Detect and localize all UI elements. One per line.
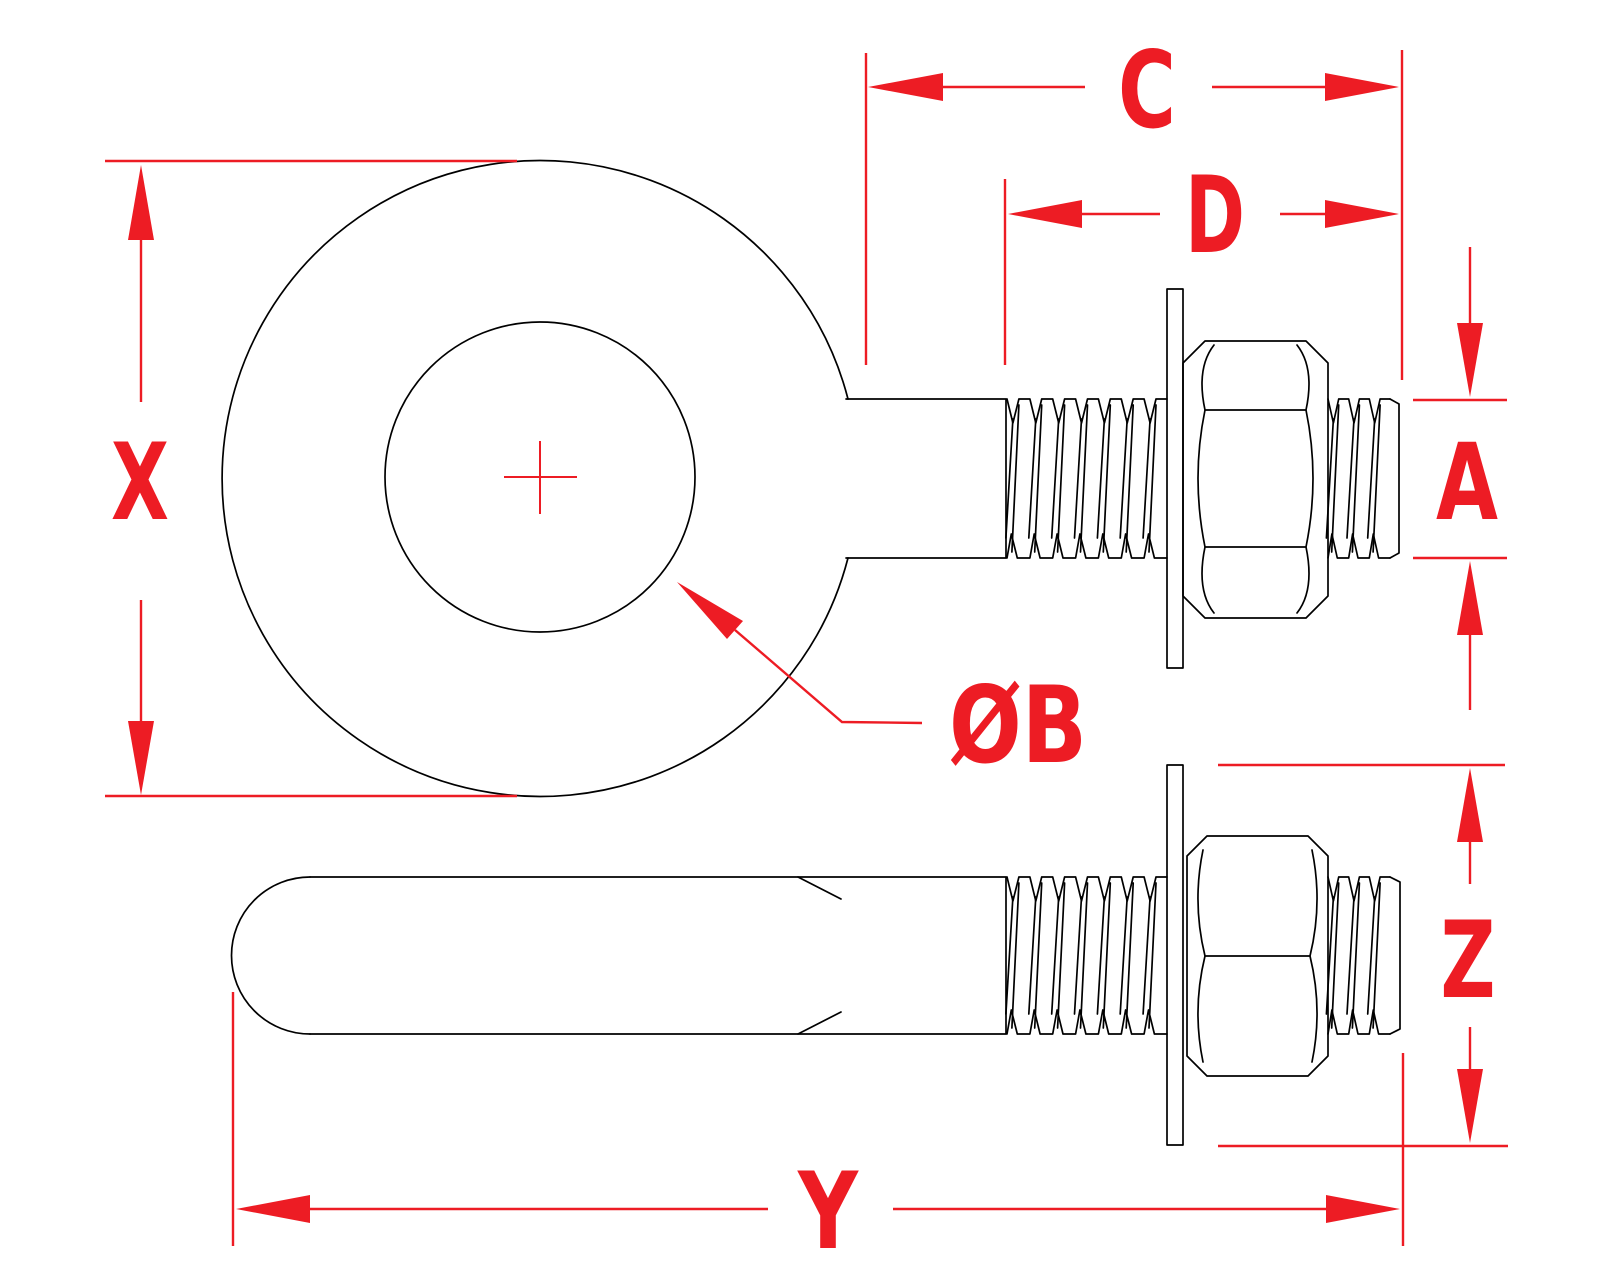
leader-line — [734, 629, 923, 725]
eye-inner-hole — [384, 321, 696, 633]
bar-rounded-end — [230, 876, 311, 1035]
arrowhead-down — [1457, 1069, 1483, 1143]
dim-label-a: A — [1436, 421, 1498, 544]
dim-label-b: ØB — [949, 664, 1087, 787]
side-view — [230, 764, 1401, 1146]
thread-crest-top — [1006, 876, 1168, 902]
dimension-Z: Z — [1218, 763, 1508, 1148]
hex-nut-front — [1182, 340, 1329, 619]
dim-label-d: D — [1185, 154, 1245, 277]
dim-label-y: Y — [796, 1150, 859, 1273]
thread-flanks — [1005, 404, 1157, 553]
arrowhead-up — [1457, 768, 1483, 842]
thread-flanks — [1005, 882, 1157, 1029]
arrowhead-up — [1457, 561, 1483, 635]
arrowhead-left — [236, 1195, 310, 1223]
thread-crest-top — [1006, 398, 1168, 424]
dim-label-z: Z — [1441, 899, 1496, 1022]
eye-transition-ticks — [797, 876, 842, 1035]
arrowhead-up — [128, 165, 154, 240]
extension-lines — [105, 159, 517, 798]
hex-nut-side — [1186, 835, 1329, 1077]
arrowhead-left — [868, 73, 943, 101]
thread-crest-bottom — [1327, 1009, 1391, 1035]
thread-segment-side-left — [1005, 876, 1168, 1035]
dimensions: X Y Z A — [105, 29, 1508, 1273]
arrowhead-down — [128, 721, 154, 795]
dim-label-c: C — [1118, 29, 1176, 152]
dimension-D: D — [1003, 154, 1399, 365]
shank-outline — [845, 398, 1007, 559]
eye-outer-ring — [221, 159, 849, 798]
extension-lines — [1218, 763, 1508, 1148]
thread-crest-bottom — [1006, 533, 1168, 559]
thread-crest-bottom — [1006, 1009, 1168, 1035]
front-view — [221, 159, 1400, 798]
thread-crest-top — [1327, 876, 1391, 902]
arrowhead-right — [1326, 1195, 1400, 1223]
extension-lines — [1413, 398, 1507, 560]
arrowhead-right — [1325, 200, 1399, 228]
washer-side — [1166, 764, 1184, 1146]
thread-flanks — [1325, 404, 1381, 553]
thread-crest-bottom — [1327, 533, 1391, 559]
thread-segment-front-right — [1325, 398, 1391, 559]
dimension-X: X — [105, 159, 517, 798]
thread-flanks — [1325, 882, 1381, 1029]
dimension-C: C — [864, 29, 1404, 380]
dimension-B-leader: ØB — [677, 582, 1087, 787]
thread-segment-front-left — [1005, 398, 1168, 559]
thread-segment-side-right — [1325, 876, 1391, 1035]
bolt-end-front — [1389, 398, 1400, 559]
arrowhead-right — [1325, 73, 1399, 101]
thread-crest-top — [1327, 398, 1391, 424]
hex-nut-side-facets — [1197, 849, 1318, 1063]
bolt-end-side — [1389, 876, 1401, 1035]
arrowhead-down — [1457, 323, 1483, 397]
dimension-Y: Y — [231, 992, 1405, 1273]
arrowhead-left — [1008, 200, 1082, 228]
extension-lines — [231, 992, 1405, 1246]
washer-front — [1166, 288, 1184, 669]
center-mark — [504, 441, 577, 514]
hex-nut-front-facets — [1197, 344, 1314, 614]
bar-outline — [309, 876, 1007, 1035]
dim-label-x: X — [111, 421, 169, 544]
leader-arrowhead — [677, 582, 743, 639]
dimension-A: A — [1413, 247, 1507, 710]
extension-lines — [864, 50, 1404, 380]
